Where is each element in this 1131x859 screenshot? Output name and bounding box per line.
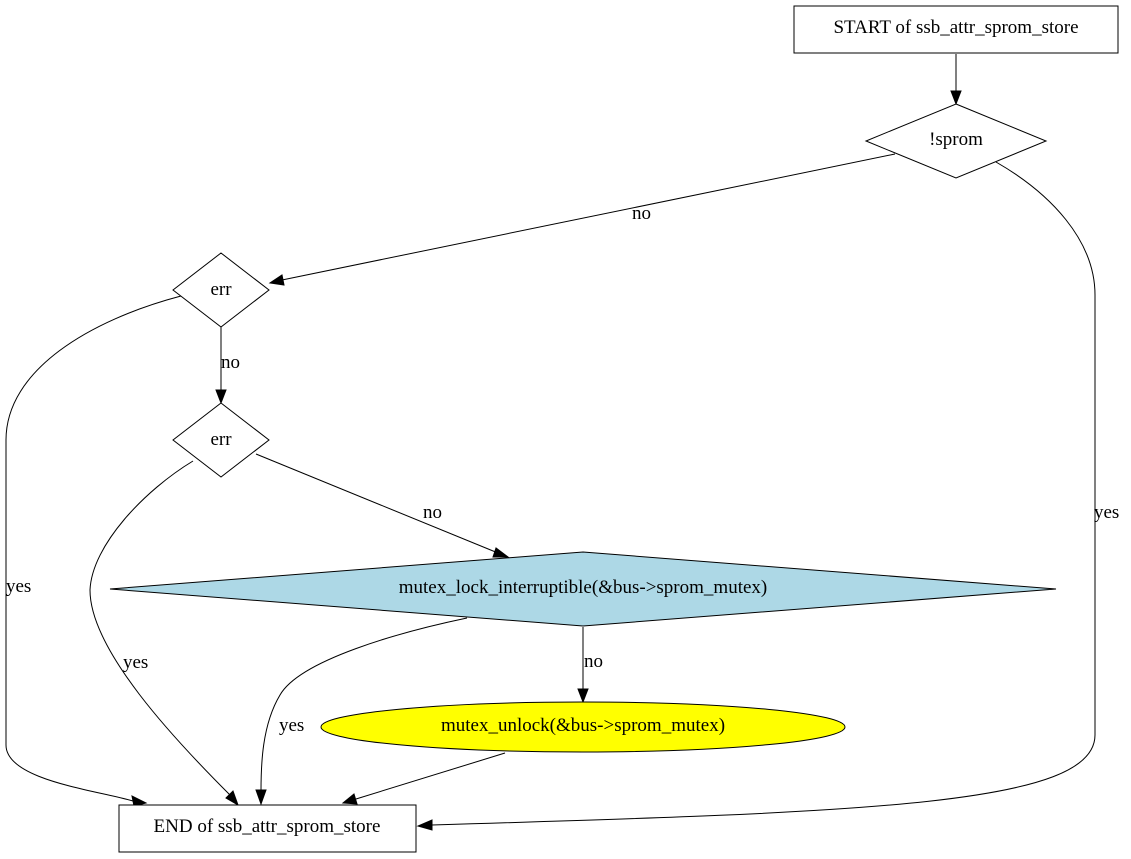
edge-label-err2-yes: yes bbox=[123, 652, 148, 673]
edge-sprom-no: no bbox=[268, 153, 896, 286]
end-box bbox=[118, 804, 417, 853]
edge-mutex-no: no bbox=[577, 627, 603, 704]
edge-label-err1-no: no bbox=[221, 352, 240, 373]
sprom-label: !sprom bbox=[929, 129, 983, 150]
err-decision-2: err bbox=[172, 402, 270, 478]
edge-label-err2-no: no bbox=[423, 502, 442, 523]
edge-sprom-yes: yes bbox=[416, 161, 1119, 831]
start-node: START of ssb_attr_sprom_store bbox=[793, 5, 1119, 54]
err-label-1: err bbox=[210, 279, 232, 300]
sprom-decision: !sprom bbox=[864, 103, 1048, 179]
err-label-2: err bbox=[210, 429, 232, 450]
edge-err1-no: no bbox=[215, 327, 240, 405]
edge-label-mutex-no: no bbox=[584, 651, 603, 672]
edge-unlock-to-end bbox=[341, 752, 506, 805]
err-decision-1: err bbox=[172, 252, 270, 328]
start-label: START of ssb_attr_sprom_store bbox=[833, 17, 1078, 38]
edge-start-to-sprom bbox=[950, 54, 962, 106]
err-diamond-2 bbox=[172, 402, 270, 478]
mutex-lock-decision: mutex_lock_interruptible(&bus->sprom_mut… bbox=[109, 551, 1057, 627]
mutex-lock-diamond bbox=[109, 551, 1057, 627]
end-label: END of ssb_attr_sprom_store bbox=[154, 816, 381, 837]
sprom-diamond bbox=[864, 103, 1048, 179]
edge-label-mutex-yes: yes bbox=[279, 715, 304, 736]
edge-label-err1-yes: yes bbox=[6, 576, 31, 597]
edge-label-sprom-no: no bbox=[632, 203, 651, 224]
mutex-unlock-node: mutex_unlock(&bus->sprom_mutex) bbox=[320, 701, 846, 753]
edge-mutex-yes: yes bbox=[255, 617, 468, 806]
edge-label-sprom-yes: yes bbox=[1094, 502, 1119, 523]
end-node: END of ssb_attr_sprom_store bbox=[118, 804, 417, 853]
edge-err1-yes: yes bbox=[5, 295, 182, 807]
mutex-unlock-label: mutex_unlock(&bus->sprom_mutex) bbox=[441, 715, 725, 736]
err-diamond-1 bbox=[172, 252, 270, 328]
edge-err2-yes: yes bbox=[89, 460, 239, 807]
mutex-unlock-ellipse bbox=[320, 701, 846, 753]
mutex-lock-label: mutex_lock_interruptible(&bus->sprom_mut… bbox=[399, 577, 767, 598]
edge-err2-no: no bbox=[255, 453, 510, 558]
start-box bbox=[793, 5, 1119, 54]
